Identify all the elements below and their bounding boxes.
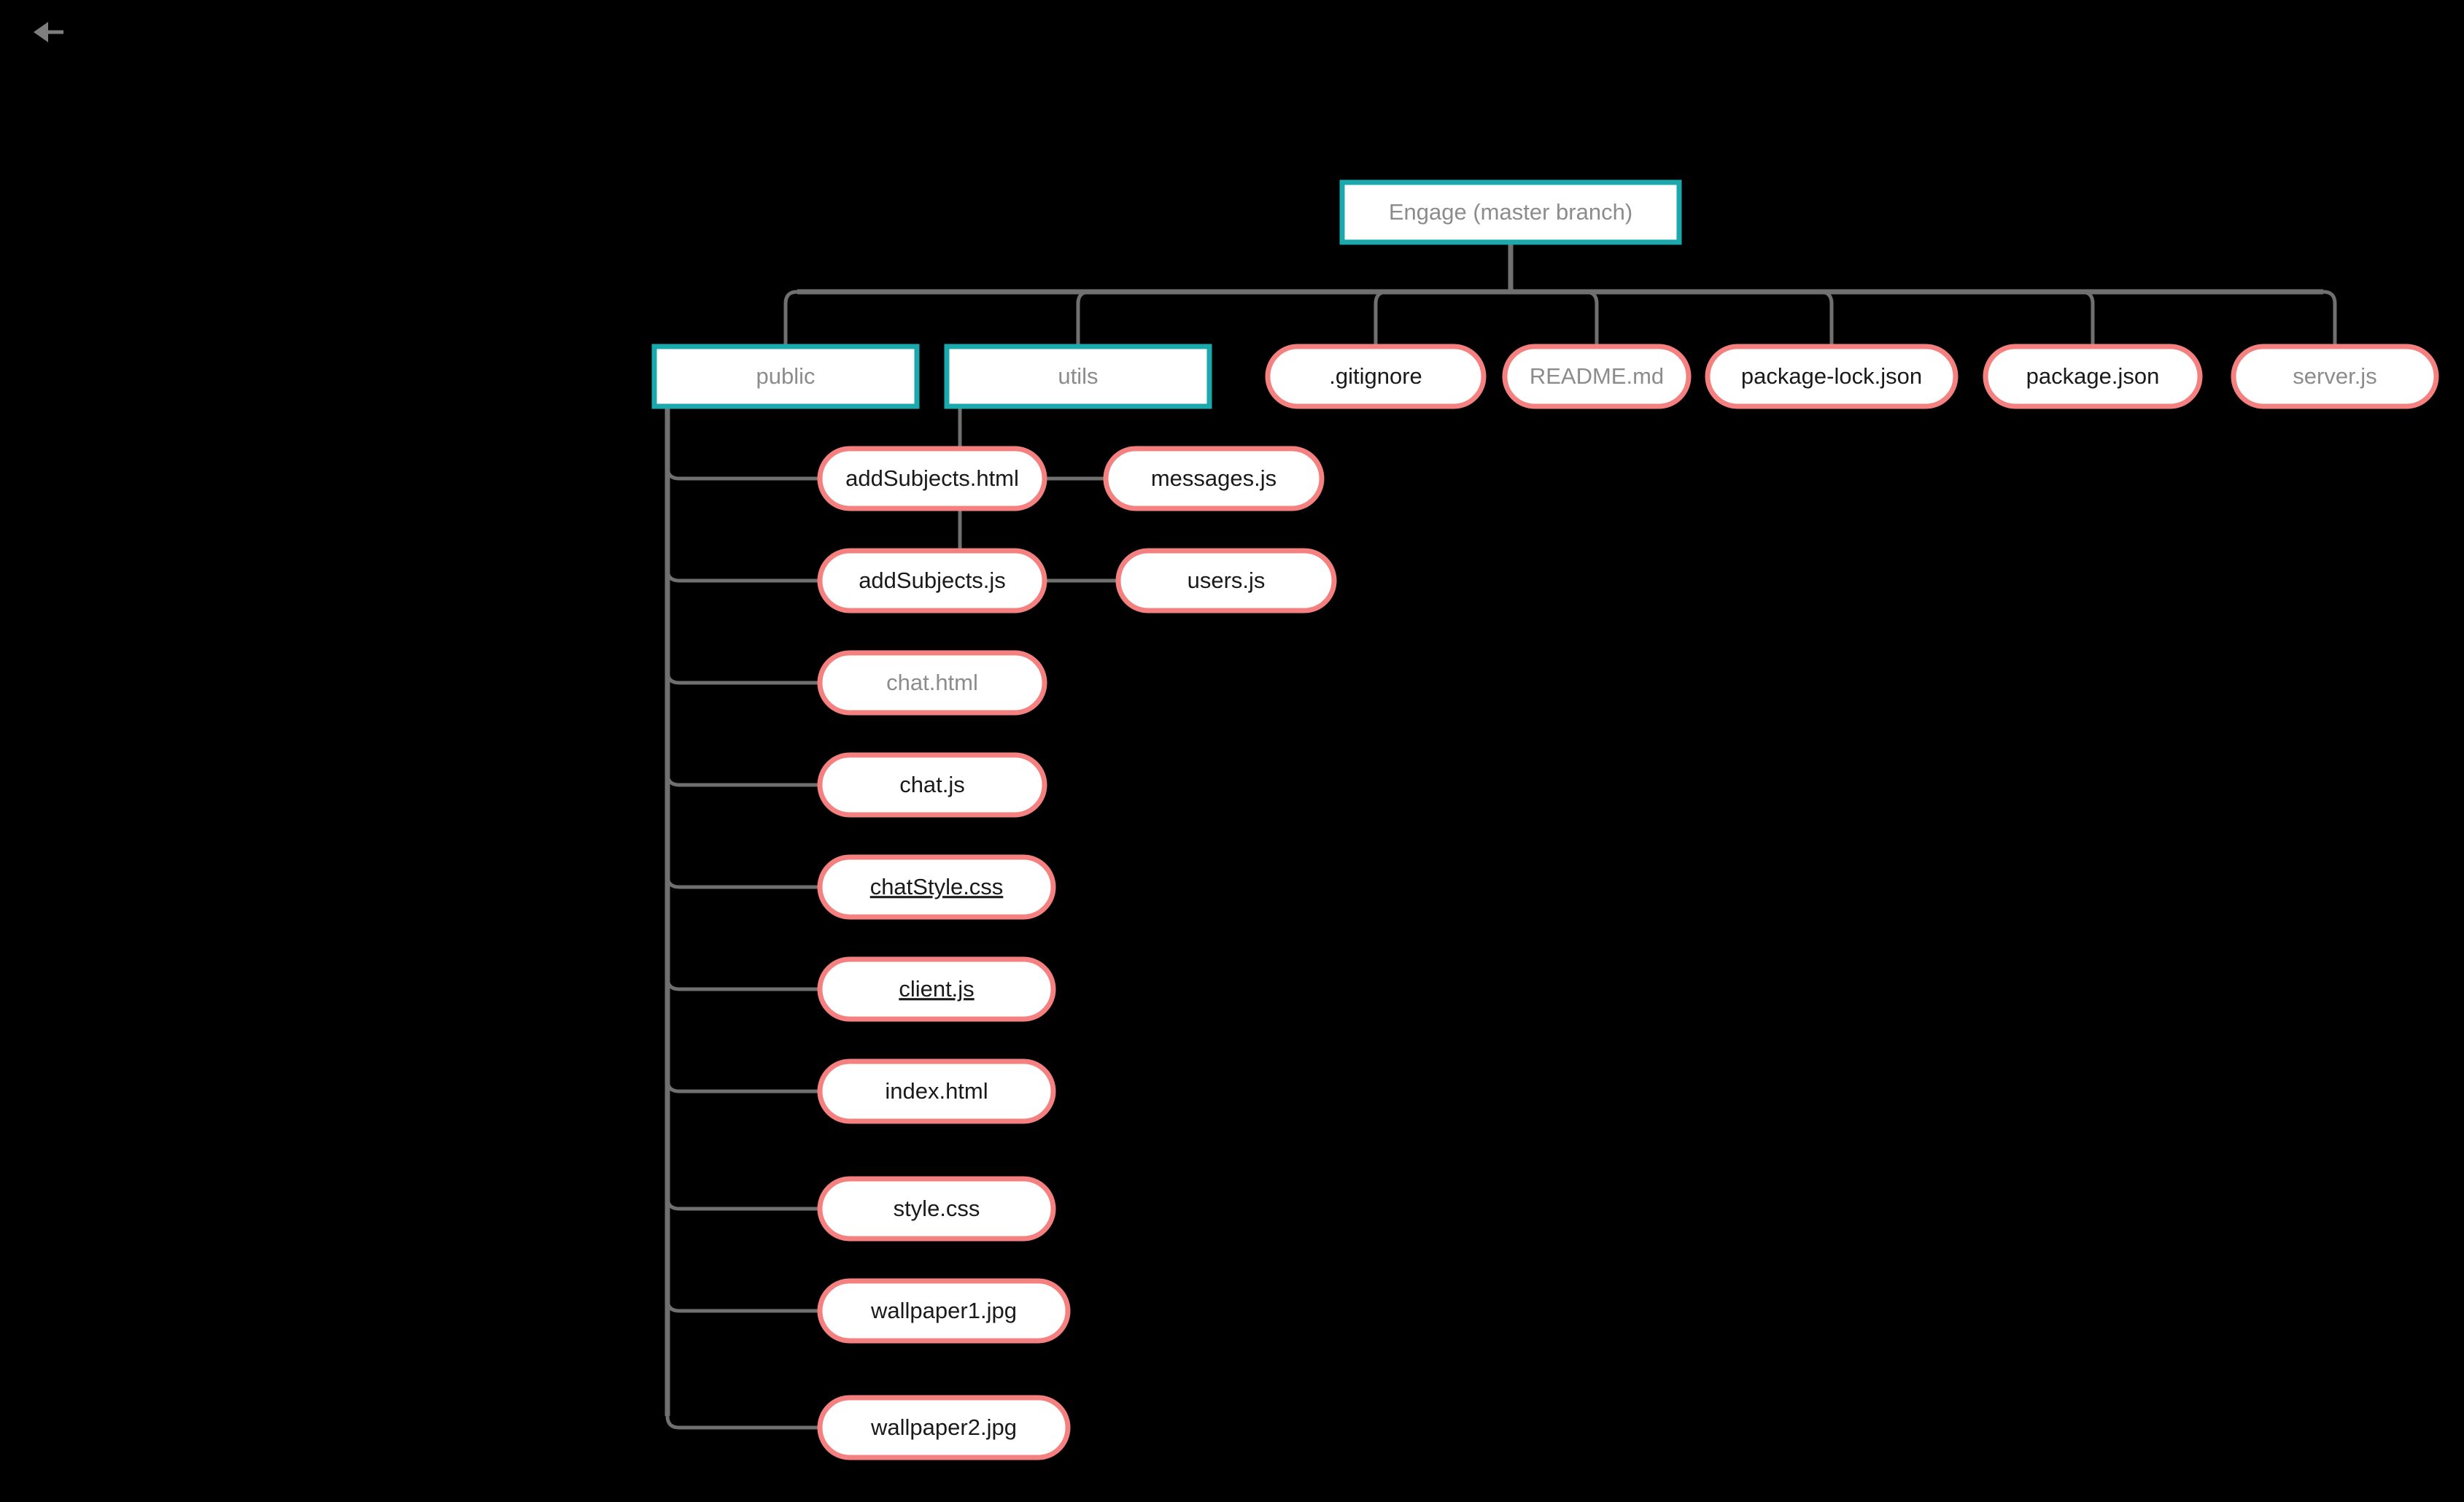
node-label: client.js: [899, 976, 974, 1002]
node-label: style.css: [894, 1196, 980, 1221]
node-shape: [817, 548, 1047, 613]
node-label: chatStyle.css: [870, 874, 1004, 899]
tree-node-index-html[interactable]: index.html: [817, 1058, 1056, 1124]
node-shape: [1265, 344, 1487, 409]
node-shape: [2231, 344, 2439, 409]
tree-node-utils[interactable]: utils: [944, 344, 1212, 409]
node-label: package.json: [2026, 363, 2160, 389]
tree-edge: [665, 773, 820, 787]
node-label: messages.js: [1151, 465, 1276, 491]
node-label: index.html: [885, 1078, 988, 1104]
node-label: .gitignore: [1329, 363, 1422, 389]
node-shape: [817, 446, 1047, 511]
tree-edge: [665, 1196, 820, 1211]
tree-node-serverjs[interactable]: server.js: [2231, 344, 2439, 409]
tree-node-public[interactable]: public: [651, 344, 920, 409]
tree-edge: [1584, 290, 1599, 347]
edge-layer: [665, 242, 2337, 1430]
node-shape: [1705, 344, 1959, 409]
tree-node-readme[interactable]: README.md: [1502, 344, 1692, 409]
node-label: addSubjects.html: [845, 465, 1019, 491]
node-label: wallpaper2.jpg: [870, 1414, 1017, 1440]
node-shape: [1103, 446, 1325, 511]
tree-node-chat-js[interactable]: chat.js: [817, 752, 1047, 818]
tree-node-users-js[interactable]: users.js: [1115, 548, 1337, 613]
tree-edge: [783, 290, 798, 347]
node-shape: [817, 752, 1047, 818]
tree-node-addSubjects-html[interactable]: addSubjects.html: [817, 446, 1047, 511]
node-shape: [817, 1395, 1071, 1460]
node-layer: Engage (master branch) public utils .gitign…: [651, 179, 2439, 1460]
node-label: README.md: [1530, 363, 1664, 389]
node-label: chat.html: [886, 670, 978, 695]
tree-edge: [665, 568, 820, 583]
node-shape: [817, 1278, 1071, 1344]
node-shape: [1115, 548, 1337, 613]
tree-node-wallpaper2-jpg[interactable]: wallpaper2.jpg: [817, 1395, 1071, 1460]
node-label: users.js: [1188, 568, 1266, 593]
back-arrow-icon[interactable]: [19, 15, 70, 50]
node-shape: [817, 1058, 1056, 1124]
tree-node-client-js[interactable]: client.js: [817, 956, 1056, 1022]
tree-edge: [665, 1415, 820, 1430]
tree-edge: [1819, 290, 1834, 347]
node-label: package-lock.json: [1741, 363, 1922, 389]
tree-node-chat-html[interactable]: chat.html: [817, 650, 1047, 716]
tree-edge: [1076, 290, 1090, 347]
node-label: wallpaper1.jpg: [870, 1298, 1017, 1323]
tree-node-chatStyle-css[interactable]: chatStyle.css: [817, 854, 1056, 920]
tree-node-messages-js[interactable]: messages.js: [1103, 446, 1325, 511]
node-shape: [1339, 179, 1682, 245]
node-shape: [944, 344, 1212, 409]
tree-edge: [2080, 290, 2095, 347]
tree-edge: [665, 977, 820, 991]
tree-edge: [665, 875, 820, 889]
node-label: addSubjects.js: [859, 568, 1006, 593]
tree-edge: [665, 1298, 820, 1313]
tree-node-packagejson[interactable]: package.json: [1983, 344, 2203, 409]
tree-edge: [665, 1079, 820, 1093]
node-label: public: [756, 363, 815, 389]
tree-node-packagelock[interactable]: package-lock.json: [1705, 344, 1959, 409]
node-shape: [1502, 344, 1692, 409]
node-shape: [817, 854, 1056, 920]
node-shape: [817, 956, 1056, 1022]
tree-node-gitignore[interactable]: .gitignore: [1265, 344, 1487, 409]
node-shape: [817, 650, 1047, 716]
tree-node-style-css[interactable]: style.css: [817, 1176, 1056, 1242]
node-shape: [651, 344, 920, 409]
node-label: server.js: [2293, 363, 2376, 389]
tree-edge: [665, 670, 820, 685]
node-shape: [1983, 344, 2203, 409]
tree-edge: [1374, 290, 1388, 347]
tree-node-wallpaper1-jpg[interactable]: wallpaper1.jpg: [817, 1278, 1071, 1344]
node-label: chat.js: [899, 772, 965, 797]
tree-node-root[interactable]: Engage (master branch): [1339, 179, 1682, 245]
node-shape: [817, 1176, 1056, 1242]
tree-node-addSubjects-js[interactable]: addSubjects.js: [817, 548, 1047, 613]
node-label: utils: [1058, 363, 1098, 389]
tree-edge: [2322, 290, 2337, 347]
node-label: Engage (master branch): [1389, 199, 1632, 225]
tree-edge: [665, 466, 820, 481]
back-arrow-glyph: [34, 22, 63, 42]
